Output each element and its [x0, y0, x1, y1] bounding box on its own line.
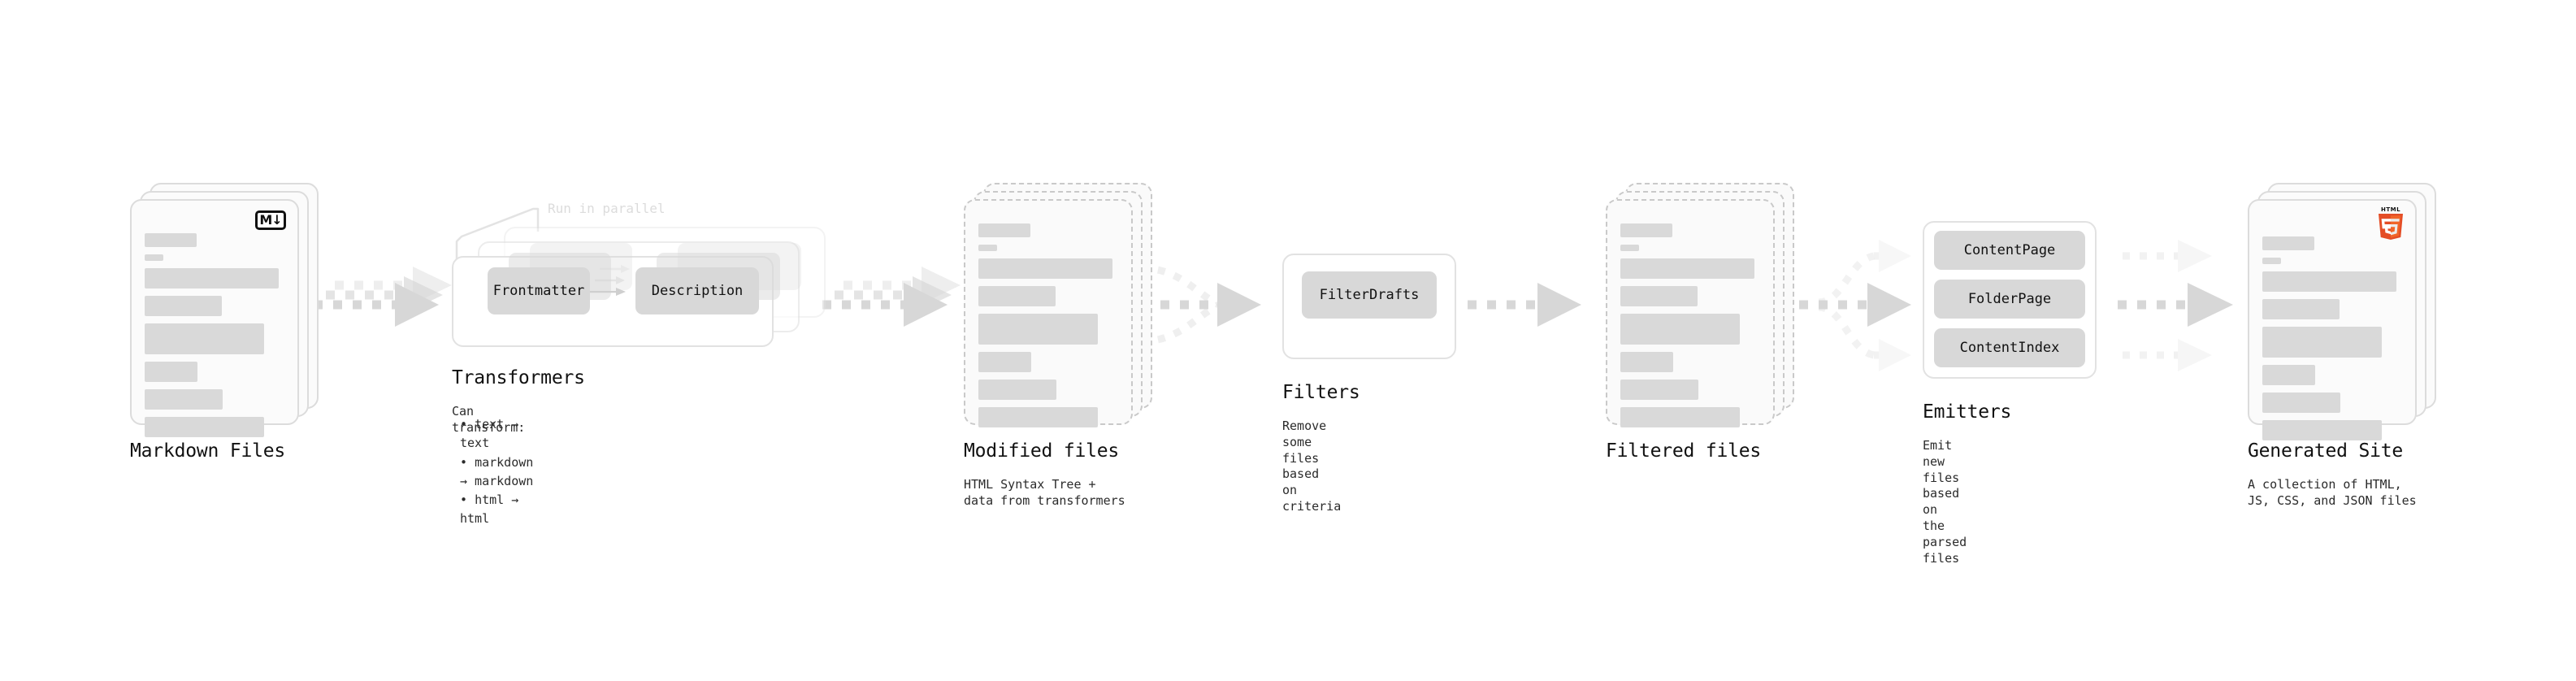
html5-shield-glyph [2379, 214, 2403, 240]
placeholder-bar [2262, 420, 2382, 440]
stage-filtered-files: Filtered files [1606, 183, 1794, 462]
list-item: • text → text [460, 417, 519, 451]
placeholder-bar [1620, 245, 1639, 251]
transformers-bullet-list: • text → text • markdown → markdown • ht… [460, 415, 533, 529]
doc-placeholder-lines [145, 233, 284, 445]
modified-card-stack [964, 183, 1152, 428]
stage-title-filtered-files: Filtered files [1606, 440, 1762, 462]
markdown-doc-front: M↓ [130, 199, 299, 437]
placeholder-bar [1620, 380, 1698, 400]
placeholder-bar [978, 352, 1031, 372]
transformers-subtitle: Can transform: [452, 404, 526, 435]
filtered-doc-front [1606, 199, 1775, 427]
placeholder-bar [978, 258, 1112, 279]
stage-title-modified-files: Modified files [964, 440, 1120, 462]
placeholder-bar [1620, 223, 1672, 237]
placeholder-bar [145, 296, 222, 316]
connector-emitters-to-site [2118, 240, 2233, 371]
placeholder-bar [2262, 299, 2340, 319]
stage-title-transformers: Transformers [452, 367, 585, 388]
stage-markdown-files: M↓ M↓ M↓ [130, 183, 319, 462]
filters-subtitle: Remove some files based on criteria [1282, 419, 1342, 514]
site-card-stack: CSS HTML [2248, 183, 2436, 440]
markdown-icon: M↓ [255, 210, 286, 230]
placeholder-bar [2262, 393, 2340, 413]
emitter-pill-label: FolderPage [1967, 291, 2052, 307]
placeholder-bar [978, 223, 1030, 237]
doc-placeholder-lines [1620, 223, 1760, 435]
placeholder-bar [1620, 407, 1740, 427]
transformer-pill-label: Frontmatter [492, 283, 585, 299]
connector-transformers-to-modified [822, 267, 961, 327]
placeholder-bar [1620, 314, 1740, 345]
placeholder-bar [978, 286, 1056, 306]
placeholder-bar [1620, 286, 1698, 306]
doc-placeholder-lines [2262, 236, 2402, 448]
emitters-subtitle: Emit new files based on the parsed files [1923, 438, 1967, 566]
placeholder-bar [145, 268, 279, 288]
emitter-pill-contentpage[interactable]: ContentPage [1934, 231, 2085, 270]
transformer-pill-frontmatter[interactable]: Frontmatter [488, 267, 590, 314]
stage-title-filters: Filters [1282, 382, 1360, 403]
placeholder-bar [2262, 258, 2281, 264]
transformer-pill-description[interactable]: Description [635, 267, 759, 314]
placeholder-bar [2262, 365, 2315, 385]
emitter-pill-label: ContentPage [1963, 242, 2056, 258]
connector-filtered-to-emitters [1780, 240, 1911, 371]
emitter-pill-contentindex[interactable]: ContentIndex [1934, 328, 2085, 367]
connector-markdown-to-transformers [314, 267, 452, 327]
emitter-pill-folderpage[interactable]: FolderPage [1934, 280, 2085, 319]
emitter-pill-label: ContentIndex [1959, 340, 2060, 356]
transformer-inner-arrows [590, 265, 630, 296]
placeholder-bar [2262, 327, 2382, 358]
bullet-label: text → text [460, 417, 519, 451]
doc-placeholder-lines [978, 223, 1118, 435]
stage-generated-site: CSS HTML [2248, 183, 2436, 508]
placeholder-bar [978, 407, 1098, 427]
filter-pill-label: FilterDrafts [1319, 287, 1420, 303]
modified-files-subtitle: HTML Syntax Tree + data from transformer… [964, 477, 1125, 508]
stage-modified-files: Modified files HTML Syntax Tree + data f… [964, 183, 1152, 508]
placeholder-bar [2262, 271, 2396, 292]
placeholder-bar [145, 323, 264, 354]
modified-doc-front [964, 199, 1133, 427]
transformer-pill-label: Description [651, 283, 744, 299]
placeholder-bar [978, 314, 1098, 345]
placeholder-bar [978, 380, 1056, 400]
placeholder-bar [145, 389, 223, 410]
html5-icon: HTML [2376, 206, 2405, 240]
placeholder-bar [1620, 352, 1673, 372]
placeholder-bar [145, 233, 197, 247]
filter-pill-filterdrafts[interactable]: FilterDrafts [1302, 271, 1437, 319]
site-doc-front: HTML [2248, 199, 2417, 440]
stage-title-markdown-files: Markdown Files [130, 440, 286, 462]
connector-filters-to-filtered [1468, 283, 1581, 327]
bullet-label: markdown → markdown [460, 454, 534, 488]
placeholder-bar [145, 417, 264, 437]
html5-icon-label: HTML [2380, 206, 2401, 213]
parallel-bracket [455, 207, 540, 262]
markdown-icon-label: M↓ [259, 212, 282, 228]
filtered-card-stack [1606, 183, 1794, 428]
stage-title-generated-site: Generated Site [2248, 440, 2404, 462]
placeholder-bar [978, 245, 997, 251]
connector-modified-to-filters [1140, 264, 1261, 345]
generated-site-subtitle: A collection of HTML, JS, CSS, and JSON … [2248, 477, 2417, 508]
parallel-annotation: Run in parallel [548, 201, 666, 216]
list-item: • markdown → markdown [460, 454, 534, 488]
bullet-label: html → html [460, 492, 519, 527]
placeholder-bar [1620, 258, 1754, 279]
placeholder-bar [145, 254, 163, 261]
placeholder-bar [145, 362, 197, 382]
placeholder-bar [2262, 236, 2314, 250]
list-item: • html → html [460, 492, 519, 527]
markdown-card-stack: M↓ M↓ M↓ [130, 183, 319, 437]
stage-title-emitters: Emitters [1923, 401, 2012, 423]
